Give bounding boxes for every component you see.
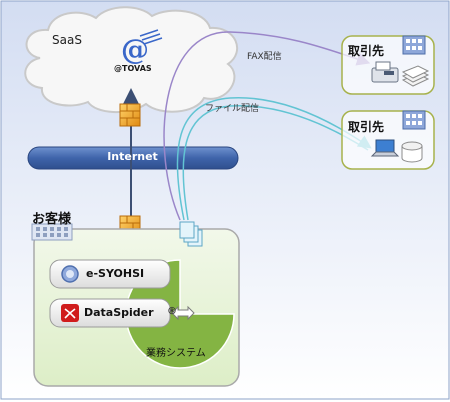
fax-machine-icon — [371, 61, 399, 83]
file-delivery-arrow-1 — [176, 97, 372, 221]
esyohsi-label: e-SYOHSI — [86, 267, 145, 280]
svg-text:@: @ — [121, 33, 149, 66]
firewall-upper-icon — [119, 103, 141, 127]
partner-label-2: 取引先 — [348, 120, 385, 134]
saas-cloud — [24, 6, 239, 114]
partner-label-1: 取引先 — [348, 44, 385, 58]
fax-delivery-arrow — [163, 31, 371, 221]
sync-arrow-icon — [171, 305, 195, 321]
internet-band — [27, 146, 239, 170]
file-delivery-label: ファイル配信 — [205, 104, 260, 114]
dataspider-pill — [49, 298, 171, 328]
paper-stack-icon — [401, 65, 430, 87]
internet-label: Internet — [107, 150, 158, 163]
saas-label: SaaS — [52, 33, 82, 47]
partner-building-icon-2 — [402, 110, 426, 130]
customer-building-icon — [31, 223, 73, 241]
file-delivery-arrow-2 — [182, 105, 369, 221]
tovas-label: @TOVAS — [114, 64, 152, 73]
documents-icon — [179, 221, 203, 247]
business-system-label: 業務システム — [146, 348, 206, 359]
esyohsi-pill — [49, 259, 171, 289]
partner-building-icon-1 — [402, 35, 426, 55]
dataspider-icon — [61, 304, 79, 322]
tovas-logo-icon: @ — [121, 29, 163, 66]
laptop-icon — [370, 139, 400, 157]
registered-mark: ® — [167, 306, 177, 317]
fax-delivery-label: FAX配信 — [247, 52, 282, 62]
customer-label: お客様 — [32, 212, 72, 227]
database-icon — [401, 141, 423, 163]
dataspider-label: DataSpider — [84, 306, 154, 319]
